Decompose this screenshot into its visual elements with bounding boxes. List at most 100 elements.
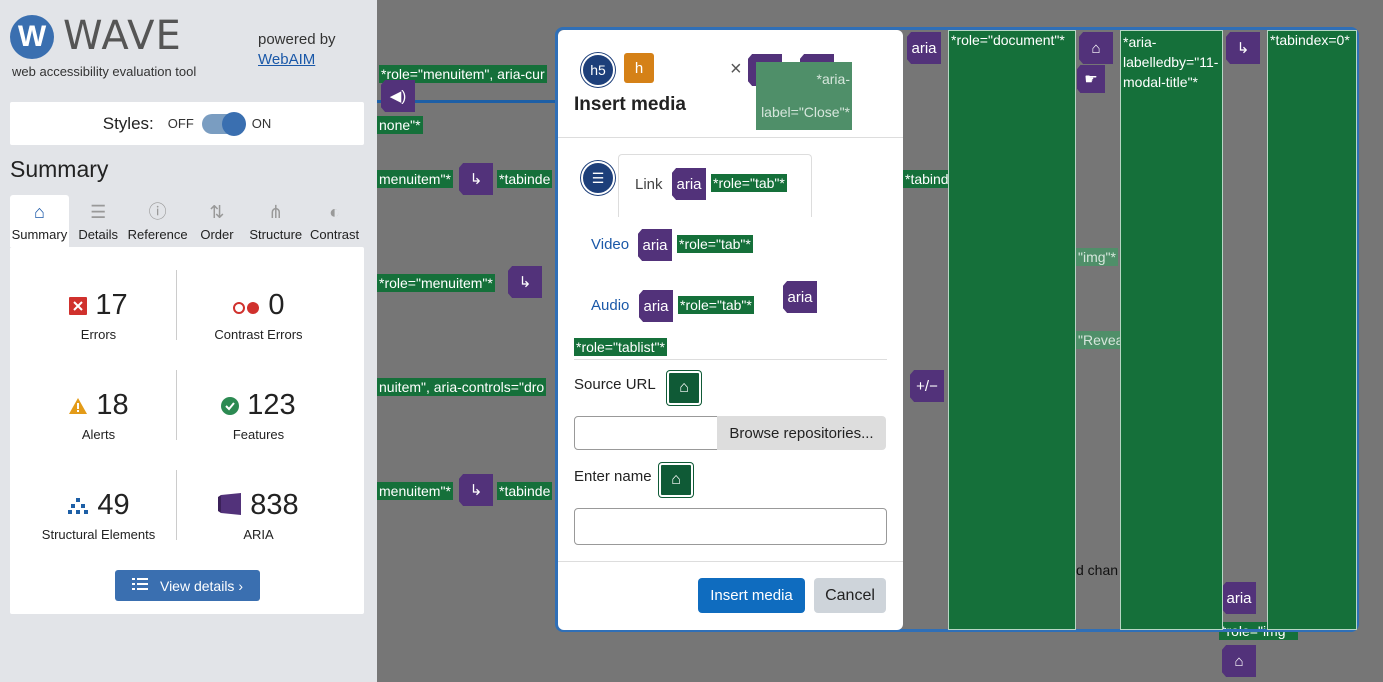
- stat-label: Errors: [80, 326, 117, 342]
- role-annotation[interactable]: *role="menuitem"*: [377, 274, 495, 292]
- stat-count: 0: [268, 289, 285, 321]
- contrast-icon: ◐: [329, 202, 340, 222]
- stat-errors[interactable]: 17 Errors: [10, 289, 187, 342]
- aria-icon: [218, 490, 242, 523]
- role-annotation[interactable]: menuitem"*: [377, 170, 453, 188]
- list-icon: ☰: [90, 202, 107, 222]
- tab-label: Link: [635, 176, 663, 193]
- labelledby-annotation[interactable]: *aria-labelledby="11-modal-title"*: [1120, 30, 1223, 630]
- browse-repositories-button[interactable]: Browse repositories...: [717, 416, 886, 450]
- role-tab-annotation[interactable]: *role="tab"*: [677, 235, 753, 253]
- stat-features[interactable]: 123 Features: [170, 389, 347, 442]
- wave-logo-word: WAVE: [63, 13, 182, 59]
- styles-toggle[interactable]: [201, 111, 246, 136]
- tab-audio[interactable]: Audio: [591, 297, 630, 314]
- tab-label: Summary: [11, 227, 68, 242]
- summary-heading: Summary: [10, 156, 109, 182]
- tab-order-icon[interactable]: ↳: [1226, 32, 1260, 64]
- tab-details[interactable]: ☰ Details: [69, 195, 128, 247]
- tab-link[interactable]: Link: [618, 154, 812, 217]
- wave-logo-subtitle: web accessibility evaluation tool: [12, 64, 197, 79]
- tab-order-icon[interactable]: ↳: [459, 474, 493, 506]
- tabindex-annotation[interactable]: *tabinde: [497, 170, 553, 188]
- tab-video[interactable]: Video: [591, 236, 630, 253]
- source-url-input[interactable]: [574, 416, 724, 450]
- role-annotation[interactable]: "Revea: [1076, 331, 1126, 349]
- styles-label: Styles:: [102, 113, 154, 133]
- view-details-label: View details ›: [159, 577, 243, 594]
- role-annotation[interactable]: *role="menuitem", aria-cur: [379, 65, 547, 83]
- wave-logo-icon: W: [10, 15, 54, 59]
- toggle-icon[interactable]: +/−: [910, 370, 944, 402]
- styles-on-label: ON: [251, 116, 272, 131]
- toggle-knob: [221, 111, 246, 136]
- label-icon[interactable]: ⌂: [1222, 645, 1256, 677]
- tab-summary[interactable]: ⌂ Summary: [10, 195, 69, 247]
- list-icon: [131, 577, 148, 594]
- info-icon: ⓘ: [148, 202, 167, 222]
- wave-logo[interactable]: W WAVE web accessibility evaluation tool: [10, 13, 200, 85]
- name-input[interactable]: [574, 508, 887, 545]
- stat-label: Features: [232, 426, 285, 442]
- tabindex-annotation[interactable]: *tabinde: [497, 482, 553, 500]
- view-details-button[interactable]: View details ›: [115, 570, 260, 601]
- aria-icon[interactable]: aria: [783, 281, 817, 313]
- summary-stats: 17 Errors 0 Contrast Errors 18 Alerts 12…: [10, 247, 364, 614]
- contrast-icon: [232, 290, 260, 323]
- list-icon[interactable]: ☰: [581, 161, 615, 195]
- close-button[interactable]: ×: [730, 58, 742, 80]
- tab-contrast[interactable]: ◐ Contrast: [305, 195, 364, 247]
- tab-order-icon[interactable]: ↳: [508, 266, 542, 298]
- tab-reference[interactable]: ⓘ Reference: [128, 195, 188, 247]
- insert-media-dialog: h5 h Insert media × ⊗ ⌂ *aria-label="Clo…: [558, 30, 903, 630]
- label-icon[interactable]: ⌂: [667, 371, 701, 405]
- check-icon: [221, 390, 240, 423]
- heading-icon[interactable]: h5: [581, 53, 615, 87]
- aria-icon[interactable]: aria: [672, 168, 706, 200]
- source-url-label: Source URL: [574, 376, 656, 393]
- aria-icon[interactable]: aria: [1222, 582, 1256, 614]
- nav-underline: [377, 100, 577, 103]
- aria-icon[interactable]: ☛: [1077, 65, 1105, 93]
- close-aria-label-annotation[interactable]: *aria-label="Close"*: [756, 62, 852, 130]
- role-annotation[interactable]: nuitem", aria-controls="dro: [377, 378, 547, 396]
- stat-count: 17: [95, 289, 128, 321]
- dialog-outline: [555, 27, 1359, 632]
- aria-icon[interactable]: aria: [638, 229, 672, 261]
- cancel-button[interactable]: Cancel: [814, 578, 886, 613]
- tab-structure[interactable]: ⋔ Structure: [246, 195, 305, 247]
- wave-sidebar: W WAVE web accessibility evaluation tool…: [0, 0, 377, 682]
- stat-aria[interactable]: 838 ARIA: [170, 489, 347, 542]
- role-annotation[interactable]: menuitem"*: [377, 482, 453, 500]
- document-annotation[interactable]: *role="document"*: [948, 30, 1076, 630]
- heading-alert-icon[interactable]: h: [624, 53, 654, 83]
- webaim-link[interactable]: WebAIM: [258, 51, 316, 68]
- tab-label: Order: [200, 227, 234, 242]
- tab-label: Contrast: [310, 227, 360, 242]
- aria-icon[interactable]: aria: [907, 32, 941, 64]
- speaker-icon[interactable]: ◀): [381, 80, 415, 112]
- divider: [176, 470, 177, 540]
- stat-contrast-errors[interactable]: 0 Contrast Errors: [170, 289, 347, 342]
- tablist-annotation[interactable]: *role="tablist"*: [574, 338, 667, 356]
- tab-label: Reference: [127, 227, 188, 242]
- alert-icon: [68, 390, 88, 423]
- tab-order-icon[interactable]: ↳: [459, 163, 493, 195]
- role-annotation[interactable]: none"*: [377, 116, 423, 134]
- tabindex-annotation[interactable]: *tabindex=0*: [1267, 30, 1357, 630]
- role-tab-annotation[interactable]: *role="tab"*: [711, 174, 787, 192]
- tab-order[interactable]: ⇅ Order: [188, 195, 247, 247]
- insert-media-button[interactable]: Insert media: [698, 578, 805, 613]
- tabindex-annotation[interactable]: *tabind: [903, 170, 951, 188]
- stat-structural[interactable]: 49 Structural Elements: [10, 489, 187, 542]
- home-icon: ⌂: [33, 202, 45, 222]
- stat-label: Contrast Errors: [214, 326, 303, 342]
- modal-header-divider: [558, 137, 903, 138]
- label-icon[interactable]: ⌂: [659, 463, 693, 497]
- role-tab-annotation[interactable]: *role="tab"*: [678, 296, 754, 314]
- stat-alerts[interactable]: 18 Alerts: [10, 389, 187, 442]
- label-icon[interactable]: ⌂: [1079, 32, 1113, 64]
- wave-tabs: ⌂ Summary ☰ Details ⓘ Reference ⇅ Order …: [10, 195, 364, 247]
- aria-icon[interactable]: aria: [639, 290, 673, 322]
- role-annotation[interactable]: "img"*: [1076, 248, 1118, 266]
